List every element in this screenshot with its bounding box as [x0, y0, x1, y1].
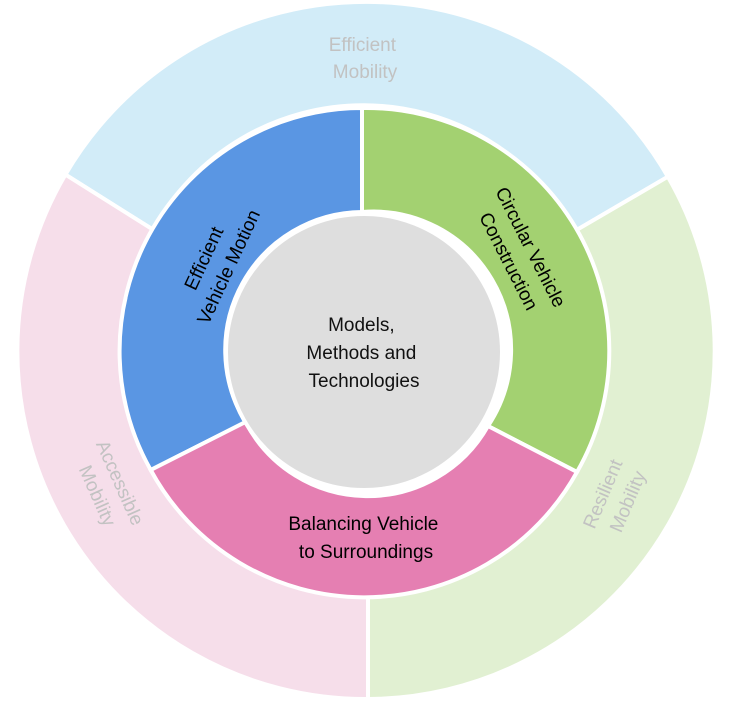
center-label: Models, Methods and Technologies: [306, 315, 421, 392]
inner-ring: [117, 105, 612, 600]
inner-segment-balancing-vehicle-to-surroundings: [147, 419, 580, 600]
center-label-line: Methods and: [306, 343, 416, 364]
center-circle: [224, 212, 504, 492]
outer-label-efficient-mobility: Efficient Mobility: [329, 35, 402, 83]
outer-label-line: Efficient: [329, 35, 397, 56]
center-label-line: Technologies: [309, 371, 420, 392]
inner-label-balancing-vehicle-to-surroundings: Balancing Vehicle to Surroundings: [288, 514, 443, 563]
inner-segment-circular-vehicle-construction: [360, 105, 612, 475]
inner-label-line: to Surroundings: [299, 542, 433, 563]
center-label-line: Models,: [328, 315, 395, 336]
outer-label-line: Mobility: [333, 62, 398, 83]
inner-label-line: Balancing Vehicle: [288, 514, 438, 535]
